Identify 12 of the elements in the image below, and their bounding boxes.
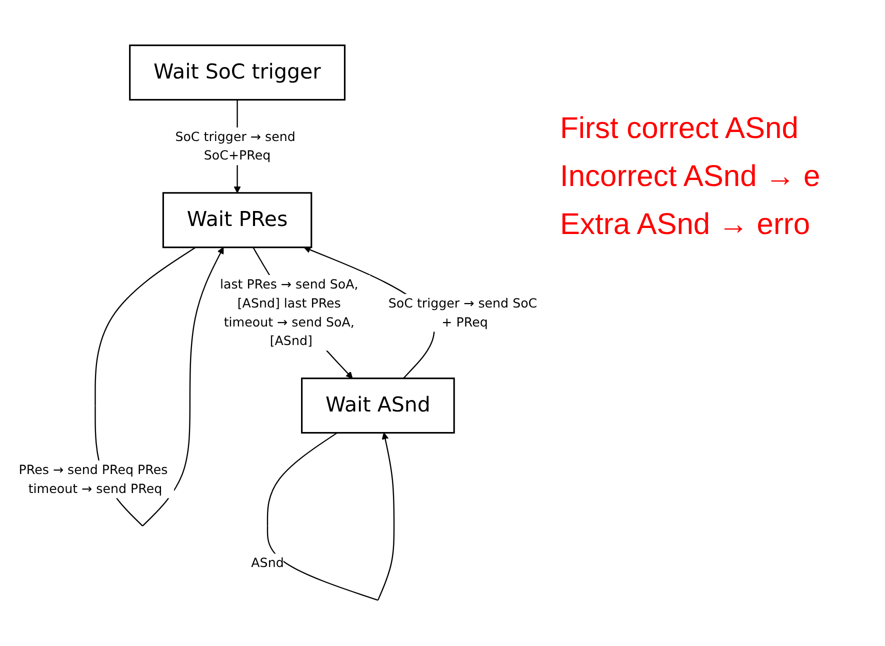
edge-label: SoC trigger → send SoC+PReq — [175, 129, 296, 164]
edge-label: ASnd — [251, 555, 284, 570]
edge-label: SoC trigger → send SoC + PReq — [388, 296, 538, 330]
node-box: Wait ASnd — [301, 378, 455, 434]
edge-label: PRes → send PReq PRes timeout → send PReq — [18, 462, 168, 496]
note-text: Extra ASnd → erro — [560, 207, 812, 243]
note-text: First correct ASnd — [560, 111, 800, 147]
edge-label: last PRes → send SoA, [ASnd] last PRes timeout → send SoA, [ASnd] — [220, 276, 358, 349]
arrow — [266, 432, 395, 601]
node-box: Wait PRes — [162, 192, 312, 248]
node-box: Wait SoC trigger — [129, 44, 346, 101]
note-text: Incorrect ASnd → e — [560, 159, 820, 195]
